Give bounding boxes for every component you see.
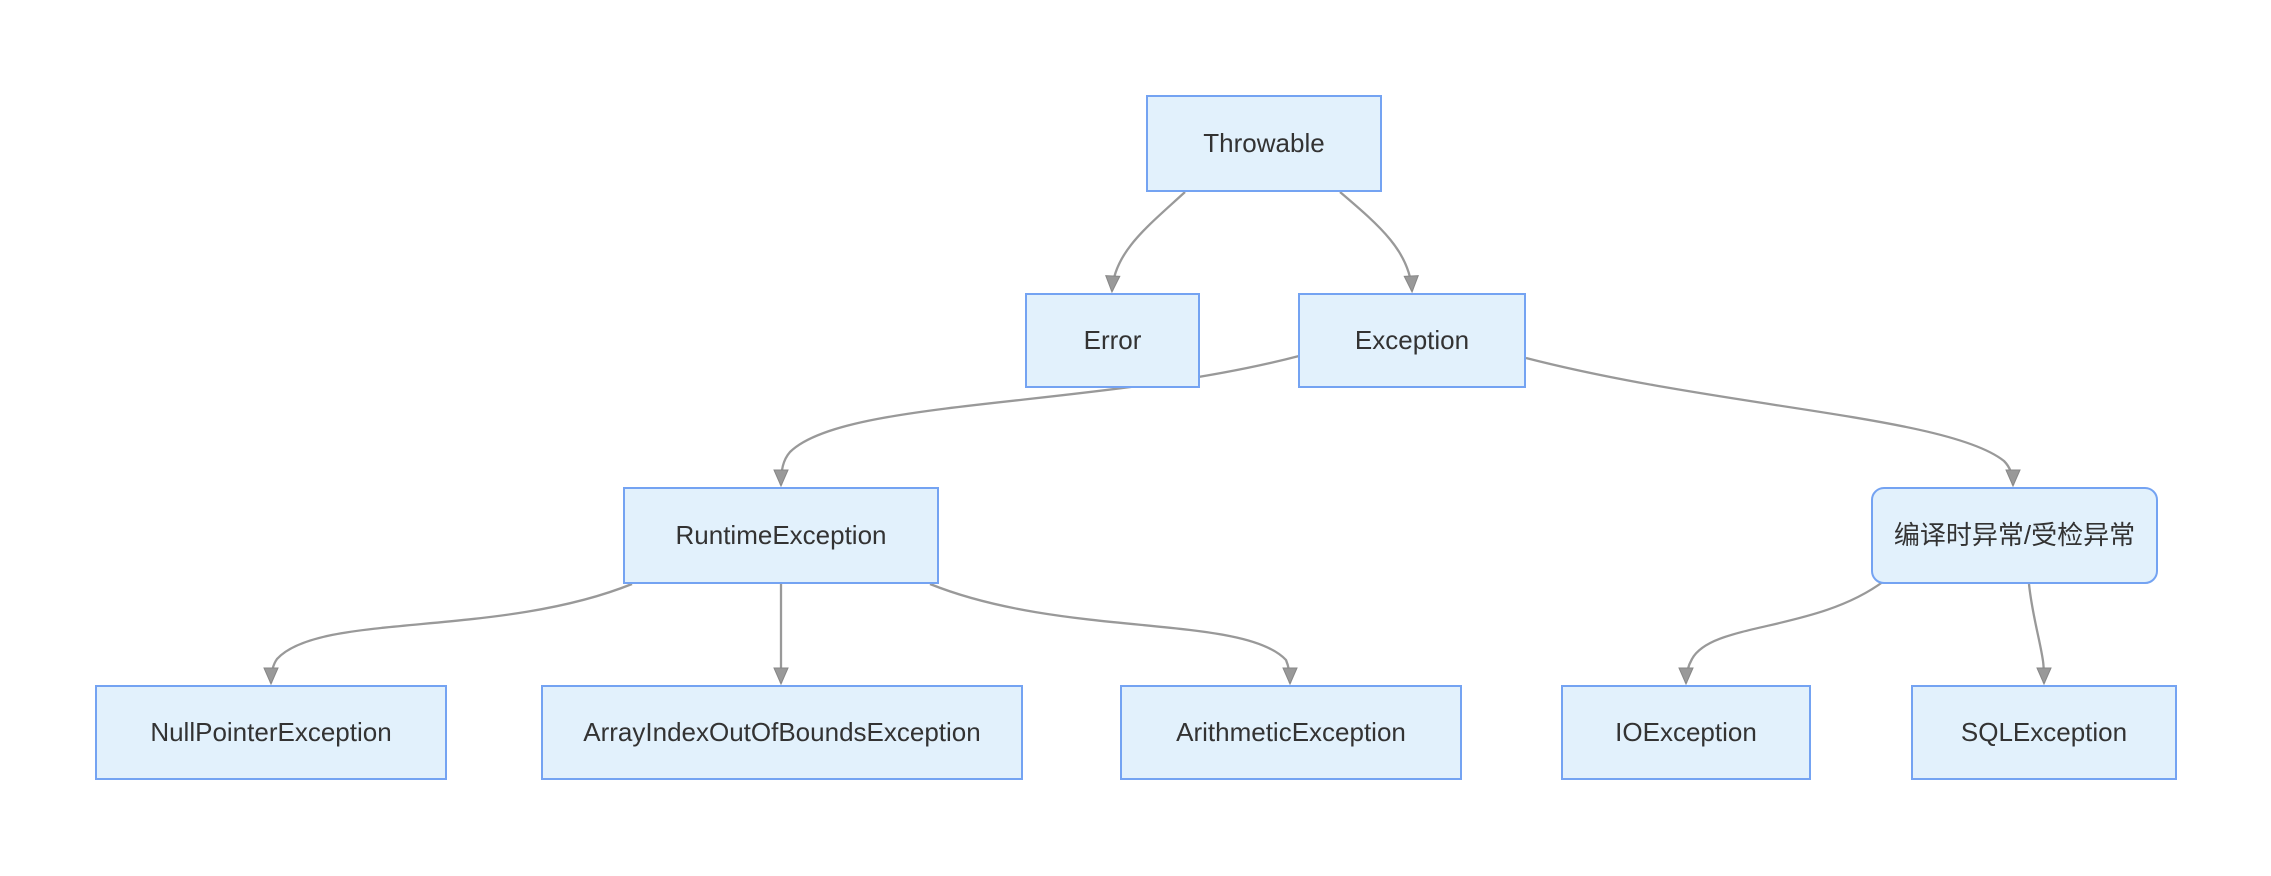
node-exception-label: Exception bbox=[1354, 324, 1470, 355]
node-error-label: Error bbox=[1083, 324, 1142, 355]
edge-throwable-to-exception bbox=[1339, 191, 1412, 291]
node-sql-exception: SQLException bbox=[1911, 685, 2177, 780]
node-sql-exception-label: SQLException bbox=[1960, 716, 2128, 747]
node-array-index-out-of-bounds-exception: ArrayIndexOutOfBoundsException bbox=[541, 685, 1023, 780]
node-arithmetic-exception-label: ArithmeticException bbox=[1176, 716, 1406, 747]
edge-throwable-to-error bbox=[1112, 191, 1186, 291]
node-error: Error bbox=[1025, 293, 1200, 388]
node-throwable: Throwable bbox=[1146, 95, 1382, 192]
edge-checked-exception-to-sql-exception bbox=[2027, 583, 2044, 683]
node-exception: Exception bbox=[1298, 293, 1526, 388]
edge-runtime-exception-to-null-pointer-exception bbox=[271, 582, 633, 683]
node-null-pointer-exception: NullPointerException bbox=[95, 685, 447, 780]
node-throwable-label: Throwable bbox=[1203, 127, 1325, 158]
edge-runtime-exception-to-arithmetic-exception bbox=[929, 582, 1290, 683]
node-arithmetic-exception: ArithmeticException bbox=[1120, 685, 1462, 780]
node-io-exception: IOException bbox=[1561, 685, 1811, 780]
node-checked-exception: 编译时异常/受检异常 bbox=[1871, 487, 2158, 584]
node-array-index-out-of-bounds-exception-label: ArrayIndexOutOfBoundsException bbox=[583, 716, 981, 747]
node-io-exception-label: IOException bbox=[1615, 716, 1757, 747]
edge-checked-exception-to-io-exception bbox=[1686, 580, 1885, 683]
node-null-pointer-exception-label: NullPointerException bbox=[150, 716, 392, 747]
node-checked-exception-label: 编译时异常/受检异常 bbox=[1893, 519, 2136, 550]
node-runtime-exception: RuntimeException bbox=[623, 487, 939, 584]
node-runtime-exception-label: RuntimeException bbox=[675, 519, 887, 550]
edge-exception-to-checked-exception bbox=[1525, 356, 2013, 485]
